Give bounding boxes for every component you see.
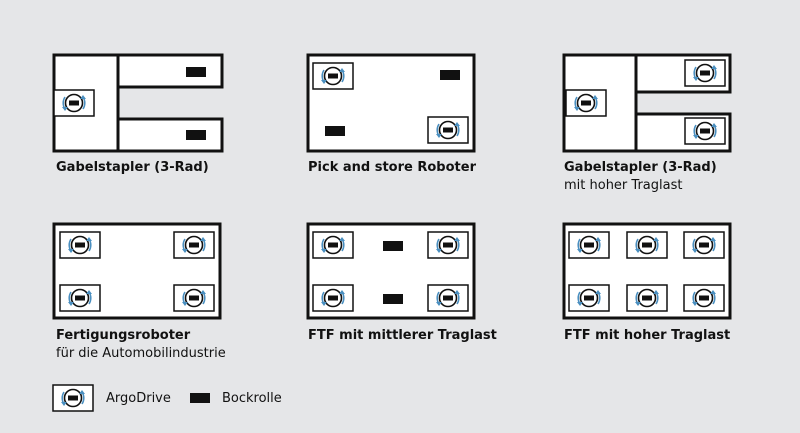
argodrive-icon [683, 231, 725, 259]
legend-argodrive: ArgoDrive [52, 384, 171, 412]
argodrive-icon [427, 231, 469, 259]
config-subtitle: für die Automobilindustrie [56, 346, 226, 361]
bockrolle-icon [186, 130, 206, 140]
config-title: Pick and store Roboter [308, 160, 476, 175]
argodrive-icon [684, 117, 726, 145]
config-title: Fertigungsroboter [56, 328, 191, 343]
argodrive-icon [626, 231, 668, 259]
caption-agv-medium: FTF mit mittlerer Traglast [308, 327, 497, 345]
argodrive-icon [427, 116, 469, 144]
argodrive-icon [173, 284, 215, 312]
bockrolle-icon [440, 70, 460, 80]
argodrive-icon [568, 231, 610, 259]
argodrive-icon [684, 59, 726, 87]
argodrive-icon [59, 231, 101, 259]
argodrive-icon [312, 62, 354, 90]
caption-forklift-3-wheel: Gabelstapler (3-Rad) [56, 159, 209, 177]
argodrive-icon [565, 89, 607, 117]
config-title: FTF mit mittlerer Traglast [308, 328, 497, 343]
caption-production-robot: Fertigungsroboter für die Automobilindus… [56, 327, 226, 363]
argodrive-icon [568, 284, 610, 312]
caption-agv-heavy: FTF mit hoher Traglast [564, 327, 730, 345]
config-title: FTF mit hoher Traglast [564, 328, 731, 343]
argodrive-icon [52, 384, 94, 412]
argodrive-icon [626, 284, 668, 312]
bockrolle-icon [190, 393, 210, 403]
argodrive-icon [59, 284, 101, 312]
caption-pick-and-store: Pick and store Roboter [308, 159, 476, 177]
bockrolle-icon [186, 67, 206, 77]
argodrive-icon [312, 231, 354, 259]
legend-argodrive-label: ArgoDrive [106, 390, 171, 406]
config-subtitle: mit hoher Traglast [564, 178, 683, 193]
legend-bockrolle: Bockrolle [190, 388, 282, 408]
argodrive-icon [53, 89, 95, 117]
argodrive-icon [427, 284, 469, 312]
bockrolle-icon [383, 294, 403, 304]
caption-forklift-heavy: Gabelstapler (3-Rad) mit hoher Traglast [564, 159, 717, 195]
config-title: Gabelstapler (3-Rad) [564, 160, 717, 175]
argodrive-icon [173, 231, 215, 259]
bockrolle-icon [383, 241, 403, 251]
argodrive-icon [683, 284, 725, 312]
bockrolle-icon [325, 126, 345, 136]
config-title: Gabelstapler (3-Rad) [56, 160, 209, 175]
argodrive-icon [312, 284, 354, 312]
legend-bockrolle-label: Bockrolle [222, 390, 282, 406]
